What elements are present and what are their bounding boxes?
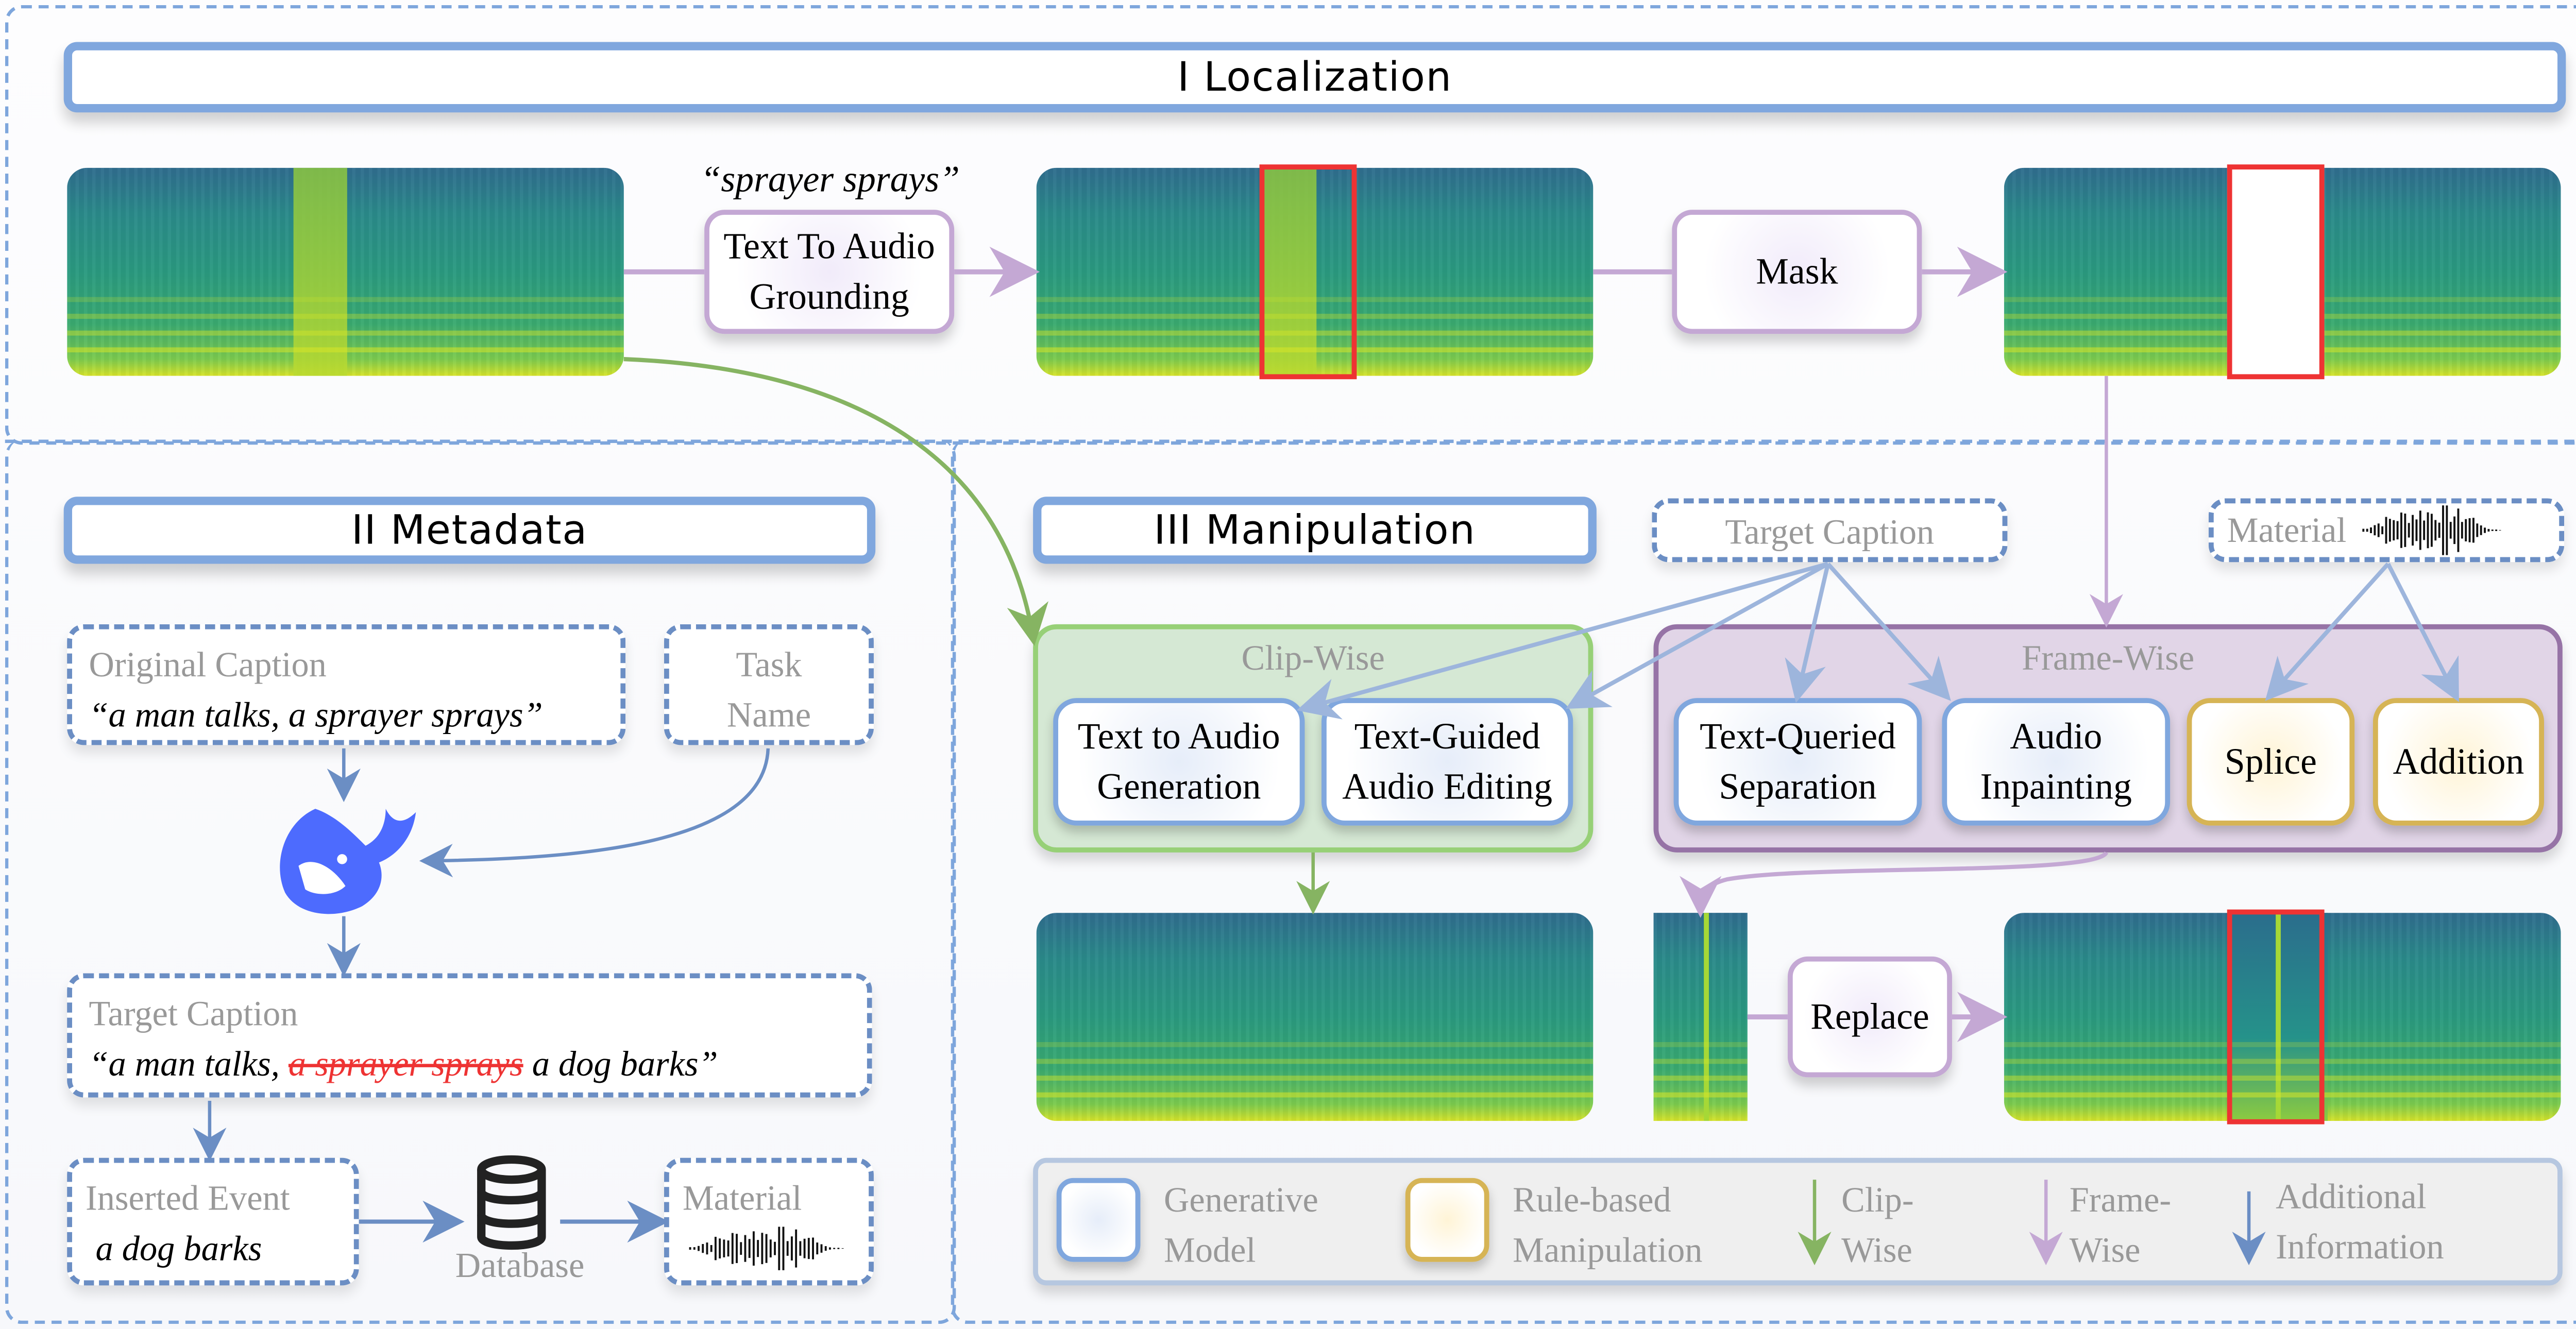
waveform-icon [689, 1226, 844, 1270]
grounding-line2: Grounding [749, 275, 909, 317]
frame-wise-output-spectrogram [2004, 913, 2561, 1121]
removed-event-text: a sprayer sprays [288, 1044, 523, 1084]
grounded-region-highlight [1259, 164, 1357, 380]
task-name-box: Task Name [664, 624, 874, 745]
legend-rule-symbol [1405, 1178, 1489, 1262]
spectrogram-band [1036, 297, 1594, 302]
task-name-line2: Name [726, 694, 811, 735]
clip-wise-label: Clip-Wise [1241, 637, 1385, 678]
grounding-line1: Text To Audio [723, 225, 935, 267]
whale-icon [280, 809, 416, 914]
spectrogram-band [1653, 1042, 1748, 1047]
spectrogram-band [67, 347, 624, 352]
addition-operation: Addition [2372, 698, 2544, 826]
localization-region [5, 5, 2576, 445]
metadata-title-text: II Metadata [351, 506, 588, 554]
grounded-spectrogram [1036, 167, 1594, 376]
manip-target-caption-label: Target Caption [1725, 512, 1935, 552]
localization-title: I Localization [63, 42, 2566, 113]
waveform-icon [2362, 505, 2501, 555]
metadata-title: II Metadata [63, 497, 876, 564]
inserted-event-text: a dog barks” [523, 1044, 718, 1084]
manip-material-box: Material [2208, 498, 2565, 563]
legend-clip-text: Clip-Wise [1841, 1180, 1914, 1271]
spectrogram-band [1036, 1042, 1594, 1047]
legend-frame-text: Frame-Wise [2069, 1180, 2172, 1271]
manipulation-title: III Manipulation [1033, 497, 1597, 564]
original-spectrogram [67, 167, 624, 376]
spectrogram-band [1036, 1075, 1594, 1080]
inserted-event-label: Inserted Event [86, 1178, 290, 1219]
replace-box: Replace [1787, 956, 1952, 1078]
section-divider [5, 439, 2576, 444]
material-box: Material [664, 1157, 874, 1286]
original-caption-box: Original Caption “a man talks, a sprayer… [67, 624, 626, 745]
frame-wise-label: Frame-Wise [2022, 637, 2195, 678]
spectrogram-band [1653, 1092, 1748, 1097]
masked-region [2227, 164, 2325, 380]
target-caption-box: Target Caption “a man talks, a sprayer s… [67, 973, 872, 1098]
original-caption-label: Original Caption [89, 644, 327, 685]
spectrogram-band [67, 330, 624, 335]
spectrogram-band [1653, 1075, 1748, 1080]
spectrogram-band [2004, 1058, 2561, 1064]
inserted-event-box: Inserted Event a dog barks [67, 1157, 359, 1286]
spectrogram-band [2004, 1092, 2561, 1097]
original-caption-value: “a man talks, a sprayer sprays” [89, 694, 543, 735]
replace-label: Replace [1810, 995, 1929, 1037]
manipulation-title-text: III Manipulation [1154, 506, 1476, 554]
task-name-line1: Task [736, 644, 802, 685]
database-label: Database [455, 1245, 585, 1286]
legend-generative-symbol [1056, 1178, 1141, 1262]
spectrogram-band [67, 313, 624, 319]
manip-material-label: Material [2227, 510, 2347, 551]
clip-wise-output-spectrogram [1036, 913, 1594, 1121]
mask-box: Mask [1672, 210, 1922, 334]
manip-target-caption-box: Target Caption [1652, 498, 2008, 563]
inserted-event-value: a dog barks [95, 1228, 262, 1269]
generated-segment-spectrogram [1653, 913, 1748, 1121]
spectrogram-band [1036, 347, 1594, 352]
localization-title-text: I Localization [1177, 54, 1452, 101]
spectrogram-band [1653, 1058, 1748, 1064]
manipulation-region [951, 439, 2576, 1324]
mask-label: Mask [1756, 250, 1838, 292]
material-label: Material [682, 1178, 802, 1219]
database-icon [477, 1155, 546, 1250]
spectrogram-band [1036, 1092, 1594, 1097]
spectrogram-band [1036, 1058, 1594, 1064]
splice-operation: Splice [2187, 698, 2355, 826]
spectrogram-band [67, 297, 624, 302]
spectrogram-band [1036, 313, 1594, 319]
spectrogram-band [2004, 1075, 2561, 1080]
target-caption-label: Target Caption [89, 993, 298, 1034]
query-text: “sprayer sprays” [700, 158, 960, 200]
target-caption-prefix: “a man talks, [89, 1044, 289, 1084]
replaced-region-highlight [2227, 909, 2325, 1124]
spectrogram-band [2004, 1042, 2561, 1047]
spectrogram-band [1036, 330, 1594, 335]
